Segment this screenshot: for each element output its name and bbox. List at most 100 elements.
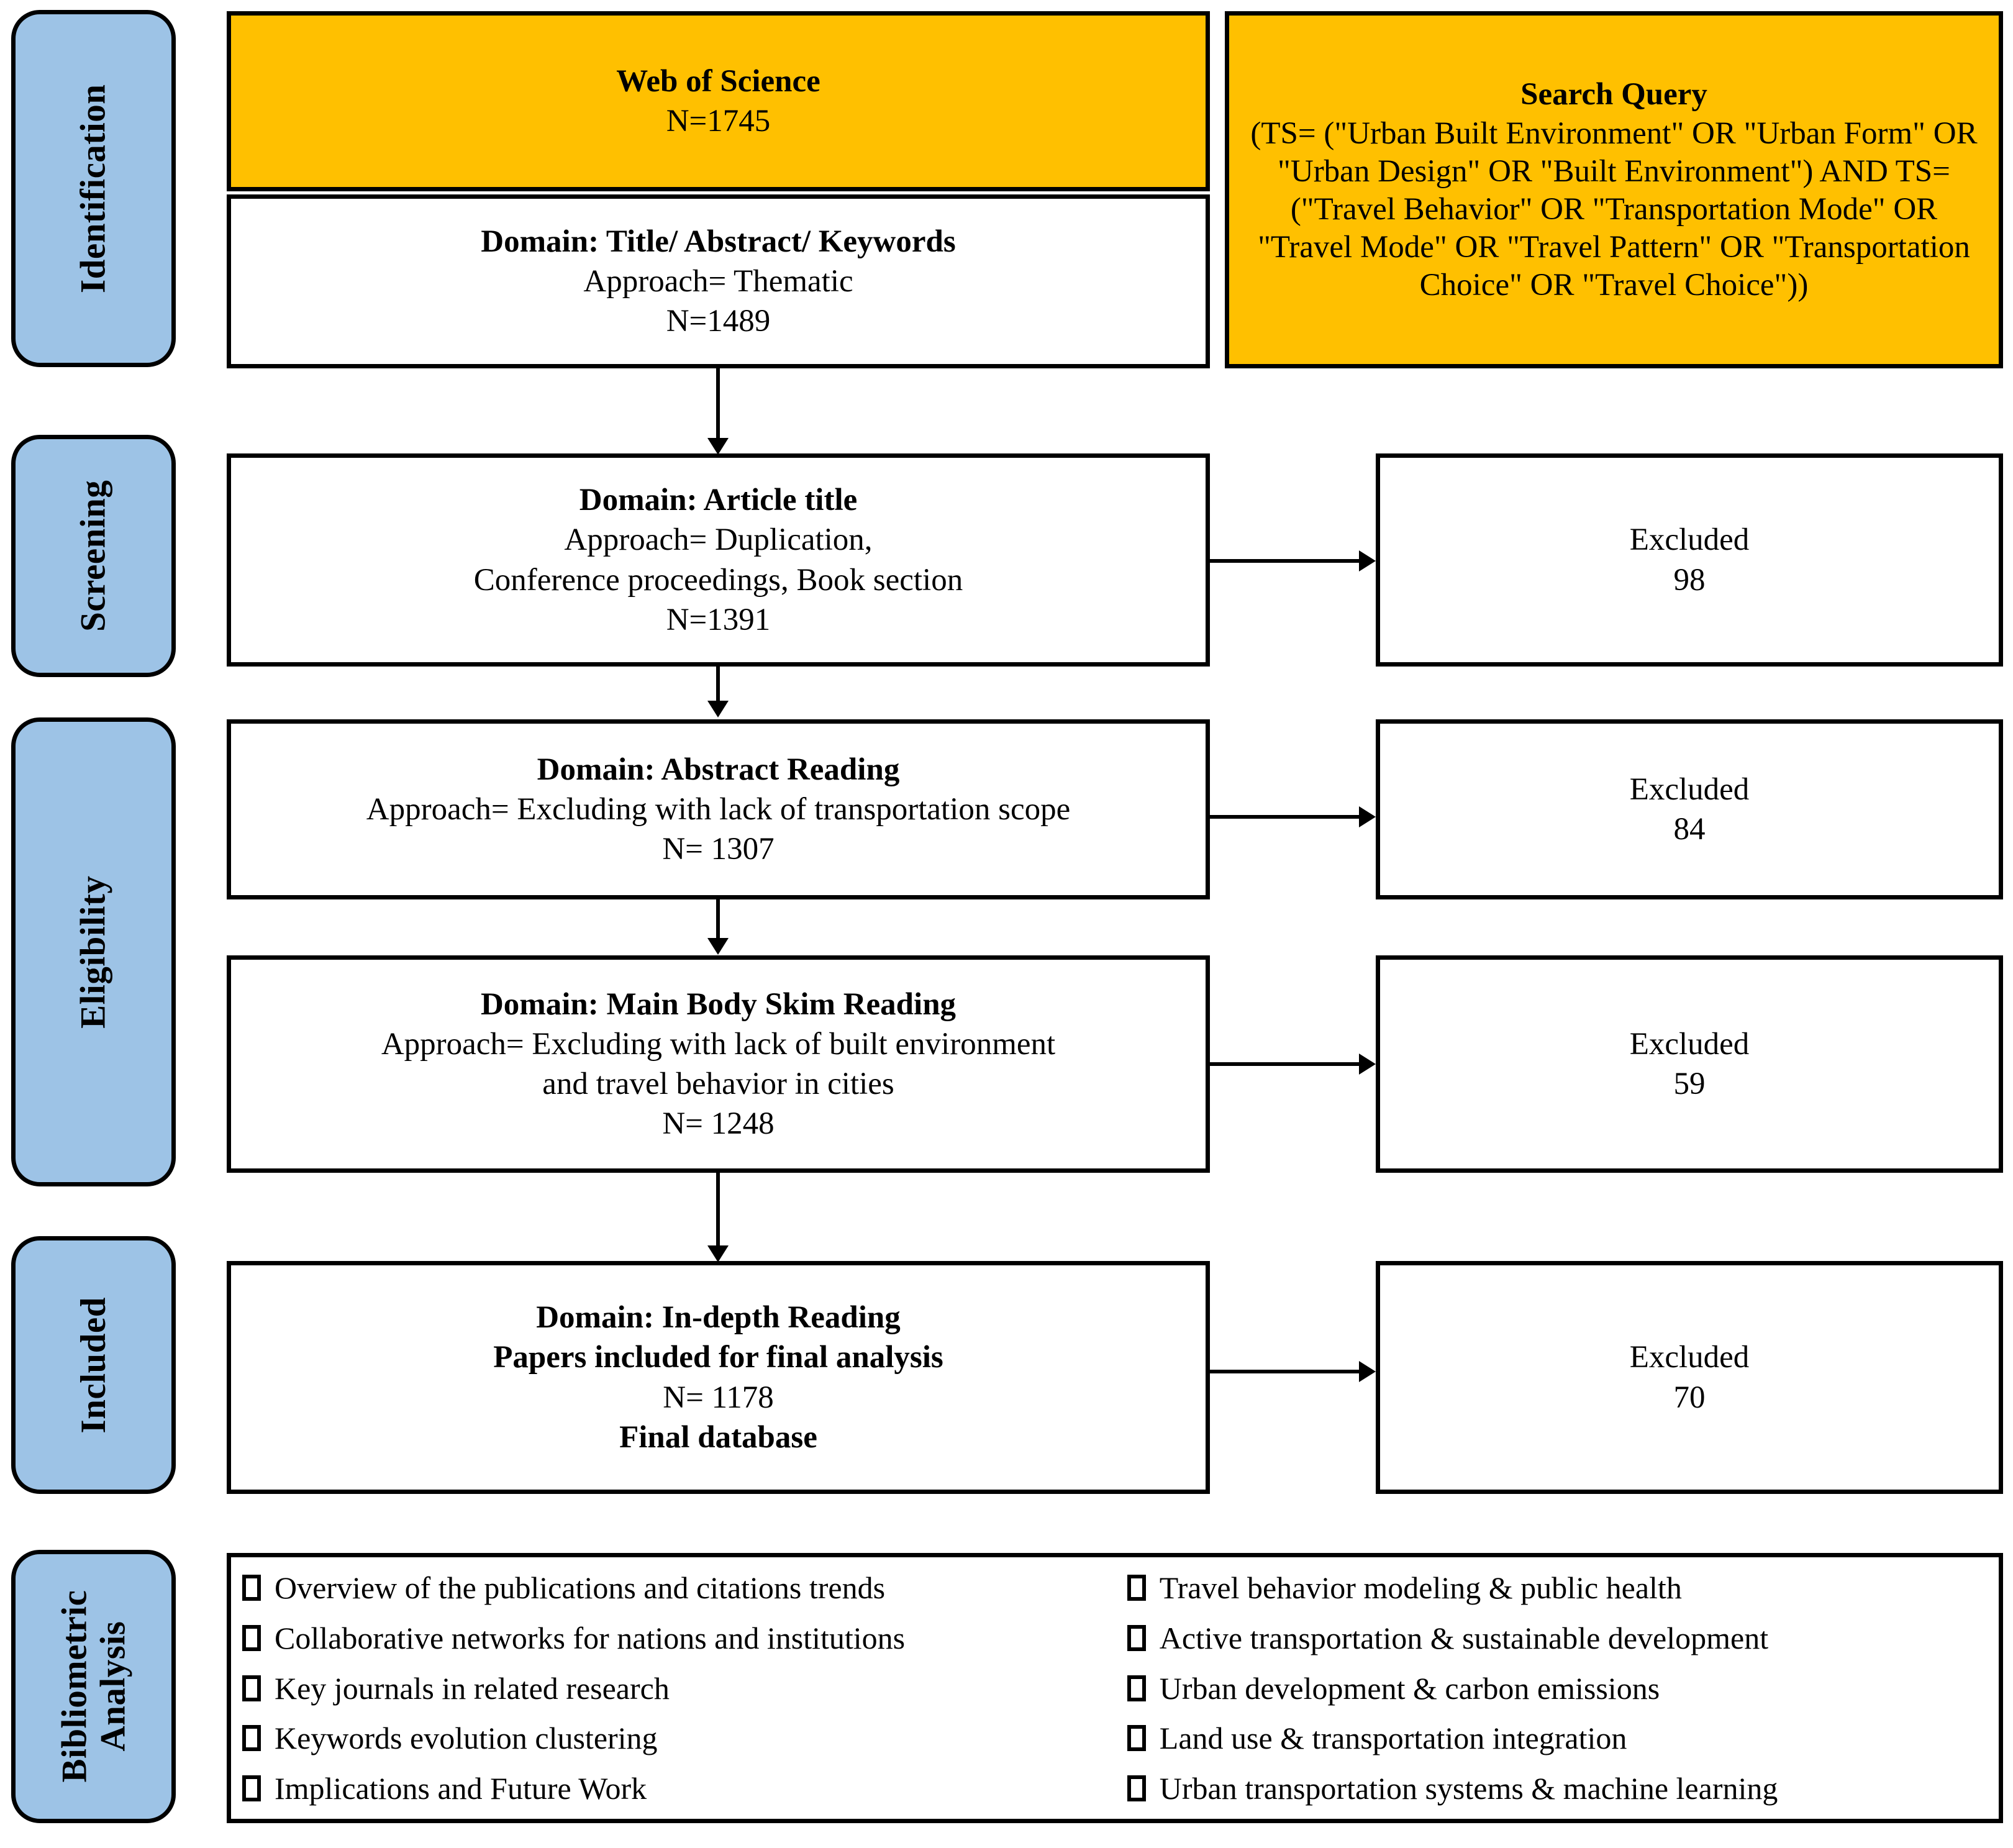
checkbox-icon[interactable] — [242, 1675, 261, 1701]
excluded-label-3: Excluded — [1629, 1026, 1750, 1062]
checkbox-icon[interactable] — [242, 1575, 261, 1601]
search-query-title: Search Query — [1520, 77, 1707, 112]
list-item: Key journals in related research — [242, 1672, 1127, 1705]
step2-count: N=1391 — [666, 602, 771, 637]
connector-step3-to-excluded — [1210, 815, 1359, 819]
excluded-count-1: 98 — [1673, 562, 1706, 598]
search-query-box: Search Query (TS= ("Urban Built Environm… — [1225, 11, 2003, 368]
bibliometric-analysis-box: Overview of the publications and citatio… — [227, 1553, 2003, 1823]
excluded-box-2: Excluded 84 — [1376, 719, 2003, 899]
step2-approach-line2: Conference proceedings, Book section — [473, 562, 963, 598]
list-item: Urban development & carbon emissions — [1127, 1672, 1995, 1705]
step3-box: Domain: Abstract Reading Approach= Exclu… — [227, 719, 1210, 899]
connector-step2-to-excluded — [1210, 559, 1359, 563]
step3-domain: Domain: Abstract Reading — [537, 752, 900, 787]
step2-approach-line1: Approach= Duplication, — [564, 522, 873, 558]
step1-domain: Domain: Title/ Abstract/ Keywords — [481, 224, 956, 259]
list-item: Urban transportation systems & machine l… — [1127, 1772, 1995, 1805]
stage-label-screening: Screening — [73, 480, 113, 632]
excluded-count-4: 70 — [1673, 1380, 1706, 1415]
bibliometric-left-column: Overview of the publications and citatio… — [242, 1571, 1127, 1805]
checkbox-icon[interactable] — [242, 1624, 261, 1651]
step4-approach-line2: and travel behavior in cities — [542, 1067, 894, 1101]
bibliometric-right-column: Travel behavior modeling & public health… — [1127, 1571, 1995, 1805]
connector-step1-to-step2 — [716, 368, 720, 443]
connector-step2-to-step3 — [716, 667, 720, 710]
step1-count: N=1489 — [666, 304, 771, 339]
stage-chip-bibliometric-analysis: Bibliometric Analysis — [11, 1550, 176, 1823]
step4-box: Domain: Main Body Skim Reading Approach=… — [227, 955, 1210, 1173]
stage-label-eligibility: Eligibility — [73, 875, 113, 1029]
database-title: Web of Science — [616, 63, 820, 99]
list-item-label: Urban development & carbon emissions — [1159, 1670, 1660, 1706]
stage-chip-screening: Screening — [11, 435, 176, 677]
excluded-label-1: Excluded — [1629, 522, 1750, 558]
list-item-label: Overview of the publications and citatio… — [275, 1570, 886, 1605]
arrowhead-step2-to-excluded — [1359, 550, 1376, 571]
list-item-label: Key journals in related research — [275, 1670, 670, 1706]
database-box: Web of Science N=1745 — [227, 11, 1210, 191]
step1-approach: Approach= Thematic — [583, 263, 853, 299]
stage-chip-included: Included — [11, 1236, 176, 1494]
step4-approach-line1: Approach= Excluding with lack of built e… — [381, 1026, 1056, 1062]
step5-subtitle: Papers included for final analysis — [493, 1340, 943, 1375]
step3-approach: Approach= Excluding with lack of transpo… — [366, 791, 1071, 827]
list-item-label: Urban transportation systems & machine l… — [1159, 1771, 1778, 1806]
excluded-label-4: Excluded — [1629, 1340, 1750, 1375]
arrowhead-step3-to-step4 — [707, 938, 729, 955]
list-item: Travel behavior modeling & public health — [1127, 1571, 1995, 1604]
checkbox-icon[interactable] — [1127, 1725, 1146, 1752]
stage-label-included: Included — [73, 1296, 113, 1434]
stage-label-identification: Identification — [73, 84, 113, 293]
search-query-text: (TS= ("Urban Built Environment" OR "Urba… — [1250, 116, 1978, 303]
arrowhead-step1-to-step2 — [707, 438, 729, 455]
list-item: Active transportation & sustainable deve… — [1127, 1621, 1995, 1655]
checkbox-icon[interactable] — [1127, 1775, 1146, 1801]
list-item-label: Keywords evolution clustering — [275, 1721, 658, 1756]
list-item: Land use & transportation integration — [1127, 1721, 1995, 1755]
arrowhead-step5-to-excluded — [1359, 1361, 1376, 1382]
connector-step4-to-step5 — [716, 1173, 720, 1254]
connector-step3-to-step4 — [716, 899, 720, 949]
list-item: Keywords evolution clustering — [242, 1721, 1127, 1755]
arrowhead-step2-to-step3 — [707, 701, 729, 717]
arrowhead-step4-to-step5 — [707, 1245, 729, 1262]
list-item: Implications and Future Work — [242, 1772, 1127, 1805]
excluded-box-3: Excluded 59 — [1376, 955, 2003, 1173]
stage-chip-identification: Identification — [11, 10, 176, 367]
step2-domain: Domain: Article title — [579, 483, 858, 517]
step5-domain: Domain: In-depth Reading — [536, 1300, 901, 1335]
checkbox-icon[interactable] — [1127, 1575, 1146, 1601]
database-count: N=1745 — [666, 104, 771, 139]
checkbox-icon[interactable] — [1127, 1675, 1146, 1701]
checkbox-icon[interactable] — [242, 1775, 261, 1801]
list-item-label: Land use & transportation integration — [1159, 1721, 1627, 1756]
connector-step4-to-excluded — [1210, 1062, 1359, 1066]
step2-box: Domain: Article title Approach= Duplicat… — [227, 453, 1210, 667]
step5-box: Domain: In-depth Reading Papers included… — [227, 1261, 1210, 1494]
step1-box: Domain: Title/ Abstract/ Keywords Approa… — [227, 194, 1210, 368]
step3-count: N= 1307 — [662, 832, 775, 867]
list-item-label: Travel behavior modeling & public health — [1159, 1570, 1682, 1605]
stage-chip-eligibility: Eligibility — [11, 717, 176, 1186]
checkbox-icon[interactable] — [242, 1725, 261, 1752]
list-item-label: Active transportation & sustainable deve… — [1159, 1620, 1769, 1655]
step4-domain: Domain: Main Body Skim Reading — [480, 986, 957, 1022]
stage-label-bibliometric-analysis: Bibliometric Analysis — [54, 1590, 132, 1783]
step5-footer: Final database — [619, 1419, 817, 1455]
excluded-box-1: Excluded 98 — [1376, 453, 2003, 667]
list-item-label: Implications and Future Work — [275, 1771, 647, 1806]
connector-step5-to-excluded — [1210, 1370, 1359, 1373]
arrowhead-step4-to-excluded — [1359, 1054, 1376, 1075]
excluded-box-4: Excluded 70 — [1376, 1261, 2003, 1494]
list-item: Collaborative networks for nations and i… — [242, 1621, 1127, 1655]
excluded-count-2: 84 — [1673, 812, 1706, 847]
step4-count: N= 1248 — [662, 1106, 775, 1142]
step5-count: N= 1178 — [663, 1380, 774, 1415]
arrowhead-step3-to-excluded — [1359, 806, 1376, 827]
checkbox-icon[interactable] — [1127, 1624, 1146, 1651]
excluded-count-3: 59 — [1673, 1067, 1706, 1101]
excluded-label-2: Excluded — [1629, 772, 1750, 807]
list-item-label: Collaborative networks for nations and i… — [275, 1620, 906, 1655]
